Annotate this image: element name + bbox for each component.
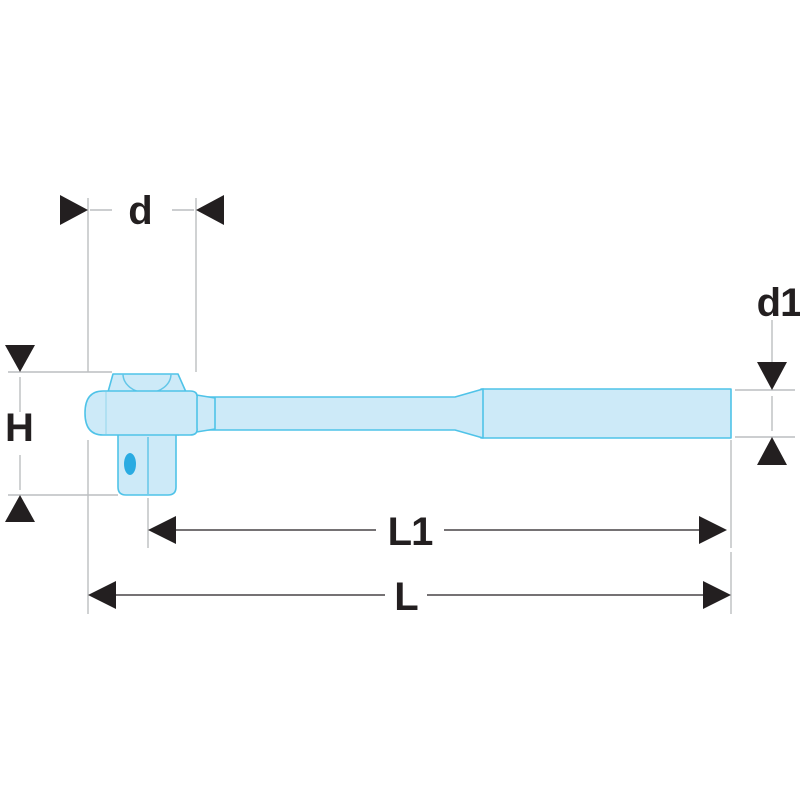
arrowhead-d-right	[196, 195, 224, 225]
dimension-label-d1: d1	[757, 281, 800, 325]
handle-shaft	[199, 388, 484, 439]
arrowhead-d1-top	[757, 362, 787, 390]
ratchet-handle-illustration	[84, 373, 732, 496]
drive-square	[117, 433, 177, 496]
arrowhead-l1-left	[148, 516, 176, 544]
dimension-d1: d1	[757, 281, 800, 465]
dimension-h: H	[5, 345, 35, 522]
ball-detent-icon	[124, 453, 136, 475]
dimension-label-d: d	[128, 189, 151, 233]
dimension-label-h: H	[5, 406, 33, 450]
arrowhead-h-bottom	[5, 495, 35, 522]
dimension-label-l: L	[394, 575, 418, 619]
ratchet-head	[84, 390, 198, 436]
handle-grip	[480, 388, 732, 439]
dimension-d: d	[60, 189, 224, 233]
reverse-selector-cap	[107, 373, 187, 393]
dimension-l1: L1	[148, 510, 727, 554]
dimension-annotations: d d1 H L1	[5, 189, 800, 619]
arrowhead-h-top	[5, 345, 35, 372]
arrowhead-l1-right	[699, 516, 727, 544]
arrowhead-d1-bottom	[757, 437, 787, 465]
arrowhead-l-left	[88, 581, 116, 609]
arrowhead-d-left	[60, 195, 88, 225]
dimension-l: L	[88, 575, 731, 619]
arrowhead-l-right	[703, 581, 731, 609]
dimension-label-l1: L1	[388, 510, 433, 554]
extension-lines	[8, 198, 795, 614]
